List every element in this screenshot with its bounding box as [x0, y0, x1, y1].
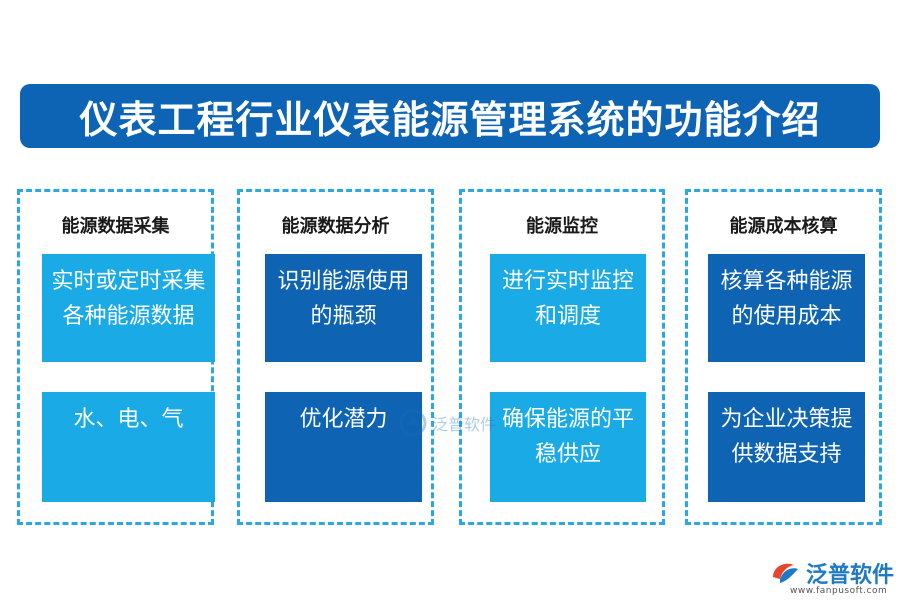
column-energy-monitoring: 能源监控 进行实时监控和调度 确保能源的平稳供应: [459, 189, 665, 525]
feature-box: 确保能源的平稳供应: [490, 392, 646, 502]
column-energy-data-analysis: 能源数据分析 识别能源使用的瓶颈 优化潜力: [237, 189, 434, 525]
column-energy-data-collection: 能源数据采集 实时或定时采集各种能源数据 水、电、气: [17, 189, 215, 525]
column-title: 能源数据分析: [281, 216, 390, 237]
logo-text: 泛普软件: [806, 563, 895, 588]
page-title: 仪表工程行业仪表能源管理系统的功能介绍: [79, 97, 821, 142]
feature-box: 核算各种能源的使用成本: [708, 254, 865, 362]
watermark: 泛普软件: [398, 408, 496, 438]
logo-url: www.fanpusoft.com: [790, 586, 888, 596]
logo-icon: [773, 563, 798, 583]
feature-box: 水、电、气: [42, 392, 215, 502]
feature-box: 优化潜力: [265, 392, 422, 502]
column-title: 能源监控: [526, 216, 598, 237]
watermark-text: 泛普软件: [432, 415, 497, 434]
logo-icon: [399, 409, 427, 437]
column-title: 能源数据采集: [61, 216, 170, 237]
title-banner: 仪表工程行业仪表能源管理系统的功能介绍: [20, 84, 880, 148]
column-energy-cost-accounting: 能源成本核算 核算各种能源的使用成本 为企业决策提供数据支持: [685, 189, 882, 525]
feature-box: 为企业决策提供数据支持: [708, 392, 865, 502]
feature-box: 实时或定时采集各种能源数据: [42, 254, 215, 362]
column-title: 能源成本核算: [729, 216, 838, 237]
feature-box: 识别能源使用的瓶颈: [265, 254, 422, 362]
feature-box: 进行实时监控和调度: [490, 254, 646, 362]
brand-logo: 泛普软件: [770, 557, 894, 589]
